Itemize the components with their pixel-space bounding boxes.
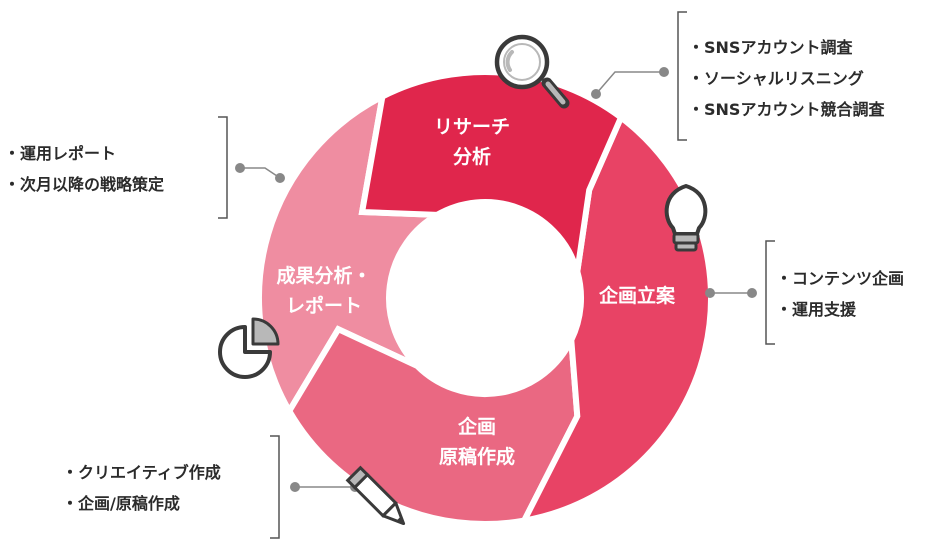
note-item: ソーシャルリスニング bbox=[688, 63, 884, 94]
bracket-analysis bbox=[218, 116, 228, 219]
bracket-research bbox=[677, 11, 687, 141]
notes-research: SNSアカウント調査ソーシャルリスニングSNSアカウント競合調査 bbox=[688, 32, 884, 125]
segment-analysis bbox=[256, 91, 448, 417]
center-hole bbox=[389, 202, 581, 394]
pie-chart-icon bbox=[218, 317, 280, 379]
connector-research bbox=[591, 67, 669, 99]
note-item: 運用レポート bbox=[4, 138, 164, 169]
stage-research-label-1: リサーチ bbox=[434, 116, 510, 138]
note-item: SNSアカウント調査 bbox=[688, 32, 884, 63]
stage-analysis-label-1: 成果分析・ bbox=[276, 264, 371, 287]
connector-planning bbox=[705, 288, 757, 298]
note-item: クリエイティブ作成 bbox=[62, 457, 221, 488]
bracket-planning bbox=[765, 240, 775, 345]
connector-analysis bbox=[235, 163, 285, 183]
stage-analysis-label-2: レポート bbox=[286, 294, 362, 317]
note-item: 運用支援 bbox=[776, 294, 904, 325]
note-item: SNSアカウント競合調査 bbox=[688, 94, 884, 125]
stage-production-label-2: 原稿作成 bbox=[439, 445, 515, 468]
notes-analysis: 運用レポート次月以降の戦略策定 bbox=[4, 138, 164, 200]
bracket-production bbox=[270, 435, 280, 539]
lightbulb-icon bbox=[664, 184, 708, 252]
note-item: 企画/原稿作成 bbox=[62, 488, 221, 519]
stage-research-label-2: 分析 bbox=[453, 145, 491, 168]
stage-planning-label: 企画立案 bbox=[598, 284, 676, 307]
stage-production-label-1: 企画 bbox=[457, 415, 496, 438]
notes-planning: コンテンツ企画運用支援 bbox=[776, 263, 904, 325]
magnifier-icon bbox=[494, 34, 570, 109]
note-item: コンテンツ企画 bbox=[776, 263, 904, 294]
notes-production: クリエイティブ作成企画/原稿作成 bbox=[62, 457, 221, 519]
note-item: 次月以降の戦略策定 bbox=[4, 169, 164, 200]
pencil-icon bbox=[345, 465, 406, 526]
